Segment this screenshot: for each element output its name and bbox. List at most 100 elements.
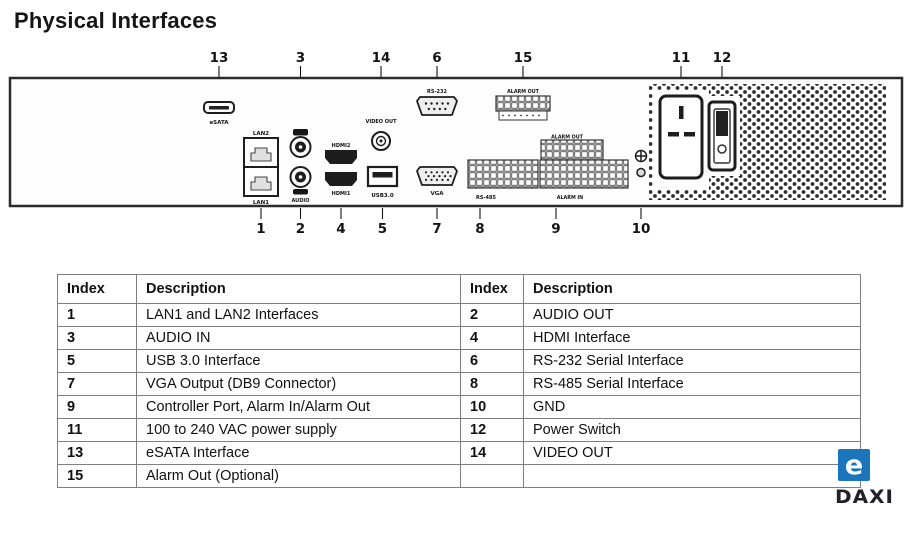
callout-10: 10 [632, 221, 651, 237]
audio-out-badge [293, 129, 308, 136]
description-cell: Controller Port, Alarm In/Alarm Out [136, 395, 461, 419]
hdmi2-label: HDMI2 [332, 143, 351, 149]
video-out-port: VIDEO OUT [365, 119, 397, 151]
alarm-in-label: ALARM IN [557, 195, 583, 201]
daxi-logo: e DAXI [835, 449, 909, 509]
index-cell: 9 [57, 395, 137, 419]
video-out-label: VIDEO OUT [365, 119, 397, 125]
lan-ports: LAN2 LAN1 [243, 131, 279, 206]
description-cell: GND [523, 395, 861, 419]
description-cell: 100 to 240 VAC power supply [136, 418, 461, 442]
description-cell: eSATA Interface [136, 441, 461, 465]
description-cell: Power Switch [523, 418, 861, 442]
header-description-right: Description [523, 274, 861, 304]
callout-13: 13 [210, 50, 229, 66]
table-row: 3 AUDIO IN 4 HDMI Interface [57, 326, 861, 350]
table-row: 13 eSATA Interface 14 VIDEO OUT [57, 441, 861, 465]
description-cell: RS-485 Serial Interface [523, 372, 861, 396]
callout-6: 6 [432, 50, 441, 66]
index-cell: 10 [460, 395, 524, 419]
table-header-row: Index Description Index Description [57, 274, 861, 304]
hdmi1-port [325, 172, 357, 186]
usb-port: USB3.0 [366, 165, 399, 199]
callout-8: 8 [475, 221, 484, 237]
daxi-logo-icon: e [838, 449, 870, 481]
header-index-right: Index [460, 274, 524, 304]
index-cell: 8 [460, 372, 524, 396]
description-cell [523, 464, 861, 488]
description-cell: LAN1 and LAN2 Interfaces [136, 303, 461, 327]
table-row: 15 Alarm Out (Optional) [57, 464, 861, 488]
lan1-label: LAN1 [253, 200, 269, 206]
power-inlet [658, 94, 704, 180]
index-cell: 14 [460, 441, 524, 465]
esata-port: eSATA [203, 101, 235, 126]
index-cell: 4 [460, 326, 524, 350]
index-cell: 2 [460, 303, 524, 327]
alarm-in-block [539, 159, 629, 189]
daxi-logo-letter: e [844, 449, 864, 481]
table-row: 7 VGA Output (DB9 Connector) 8 RS-485 Se… [57, 372, 861, 396]
description-cell: USB 3.0 Interface [136, 349, 461, 373]
page-title: Physical Interfaces [14, 8, 218, 33]
description-cell: VIDEO OUT [523, 441, 861, 465]
rs232-label: RS-232 [427, 89, 447, 95]
index-cell: 12 [460, 418, 524, 442]
alarm-out-top-label: ALARM OUT [507, 89, 540, 95]
description-cell: VGA Output (DB9 Connector) [136, 372, 461, 396]
rear-panel-diagram: 13 3 14 6 15 11 12 eSATA [8, 50, 904, 237]
header-description-left: Description [136, 274, 461, 304]
alarm-out-block-top: ALARM OUT [495, 89, 551, 121]
callout-5: 5 [378, 221, 387, 237]
callout-4: 4 [336, 221, 345, 237]
callout-7: 7 [432, 221, 441, 237]
hdmi1-label: HDMI1 [332, 191, 351, 197]
rs485-label: RS-485 [476, 195, 496, 201]
callout-1: 1 [256, 221, 265, 237]
controller-port-blocks: ALARM OUT RS-485 ALARM IN [467, 135, 629, 201]
description-cell: RS-232 Serial Interface [523, 349, 861, 373]
hdmi2-port [325, 150, 357, 164]
index-cell: 13 [57, 441, 137, 465]
alarm-out-mid-block [540, 139, 604, 161]
table-row: 9 Controller Port, Alarm In/Alarm Out 10… [57, 395, 861, 419]
audio-in-badge [293, 189, 308, 195]
index-cell: 3 [57, 326, 137, 350]
index-cell: 11 [57, 418, 137, 442]
callout-3: 3 [296, 50, 305, 66]
index-cell: 5 [57, 349, 137, 373]
description-cell: Alarm Out (Optional) [136, 464, 461, 488]
callout-14: 14 [372, 50, 391, 66]
index-cell: 7 [57, 372, 137, 396]
index-cell: 6 [460, 349, 524, 373]
esata-label: eSATA [209, 120, 229, 126]
audio-label: AUDIO [291, 198, 309, 204]
header-index-left: Index [57, 274, 137, 304]
vga-port: VGA [416, 166, 458, 197]
rs232-port: RS-232 [416, 89, 458, 116]
hdmi-ports: HDMI2 HDMI1 [325, 143, 357, 197]
table-row: 5 USB 3.0 Interface 6 RS-232 Serial Inte… [57, 349, 861, 373]
interface-table: Index Description Index Description 1 LA… [57, 274, 861, 488]
daxi-logo-text: DAXI [835, 485, 894, 508]
index-cell [460, 464, 524, 488]
audio-ports: AUDIO [289, 129, 312, 204]
callout-12: 12 [713, 50, 732, 66]
rs485-block [467, 159, 539, 189]
lan2-label: LAN2 [253, 131, 269, 137]
callout-2: 2 [296, 221, 305, 237]
power-switch [707, 100, 737, 172]
usb3-label: USB3.0 [371, 193, 394, 199]
table-row: 11 100 to 240 VAC power supply 12 Power … [57, 418, 861, 442]
description-cell: AUDIO IN [136, 326, 461, 350]
bottom-callouts: 1 2 4 5 7 8 9 10 [256, 208, 650, 237]
table-row: 1 LAN1 and LAN2 Interfaces 2 AUDIO OUT [57, 303, 861, 327]
description-cell: AUDIO OUT [523, 303, 861, 327]
callout-11: 11 [672, 50, 691, 66]
callout-15: 15 [514, 50, 533, 66]
callout-9: 9 [551, 221, 560, 237]
alarm-out-mid-label: ALARM OUT [551, 135, 584, 141]
index-cell: 1 [57, 303, 137, 327]
gnd-terminal [634, 149, 648, 178]
